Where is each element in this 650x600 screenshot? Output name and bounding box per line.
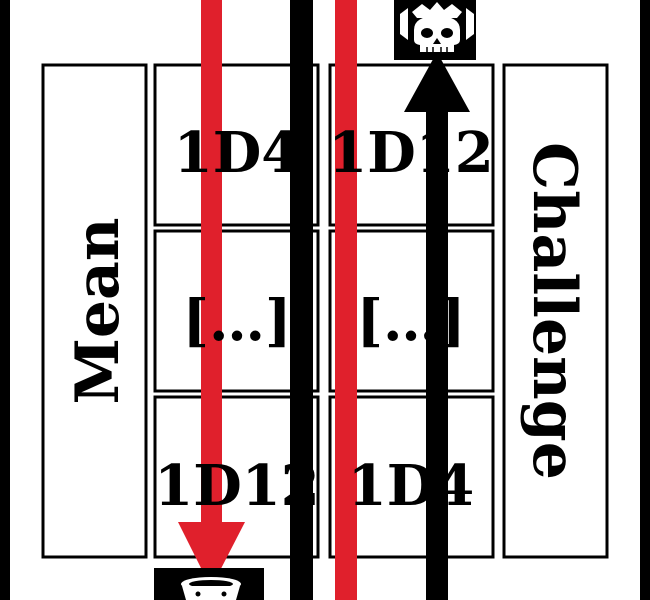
red-down-arrowhead [178,522,245,588]
black-up-arrowhead [404,52,470,112]
black-bar-center [290,0,313,600]
red-bar-right [335,0,357,600]
left-cell-top-text: 1D4 [174,120,301,186]
left-cell-bottom-text: 1D12 [154,453,319,519]
cell-right-middle [328,229,495,393]
right-cell-top-text: 1D12 [328,120,493,186]
right-cell-bottom-text: 1D4 [348,453,475,519]
frame-right [640,0,650,600]
bucket-icon [154,568,264,600]
mean-label: Mean [63,217,133,404]
challenge-label-box [502,63,609,559]
cell-right-top [328,63,495,227]
mean-label-box [41,63,148,559]
cell-right-bottom [328,395,495,559]
left-cell-middle-text: […] [183,288,292,354]
crowned-skull-icon [394,0,476,60]
black-bar-right [426,100,448,600]
right-cell-middle-text: […] [357,288,466,354]
challenge-label: Challenge [519,142,589,480]
frame-left [0,0,10,600]
red-bar-left [201,0,222,540]
